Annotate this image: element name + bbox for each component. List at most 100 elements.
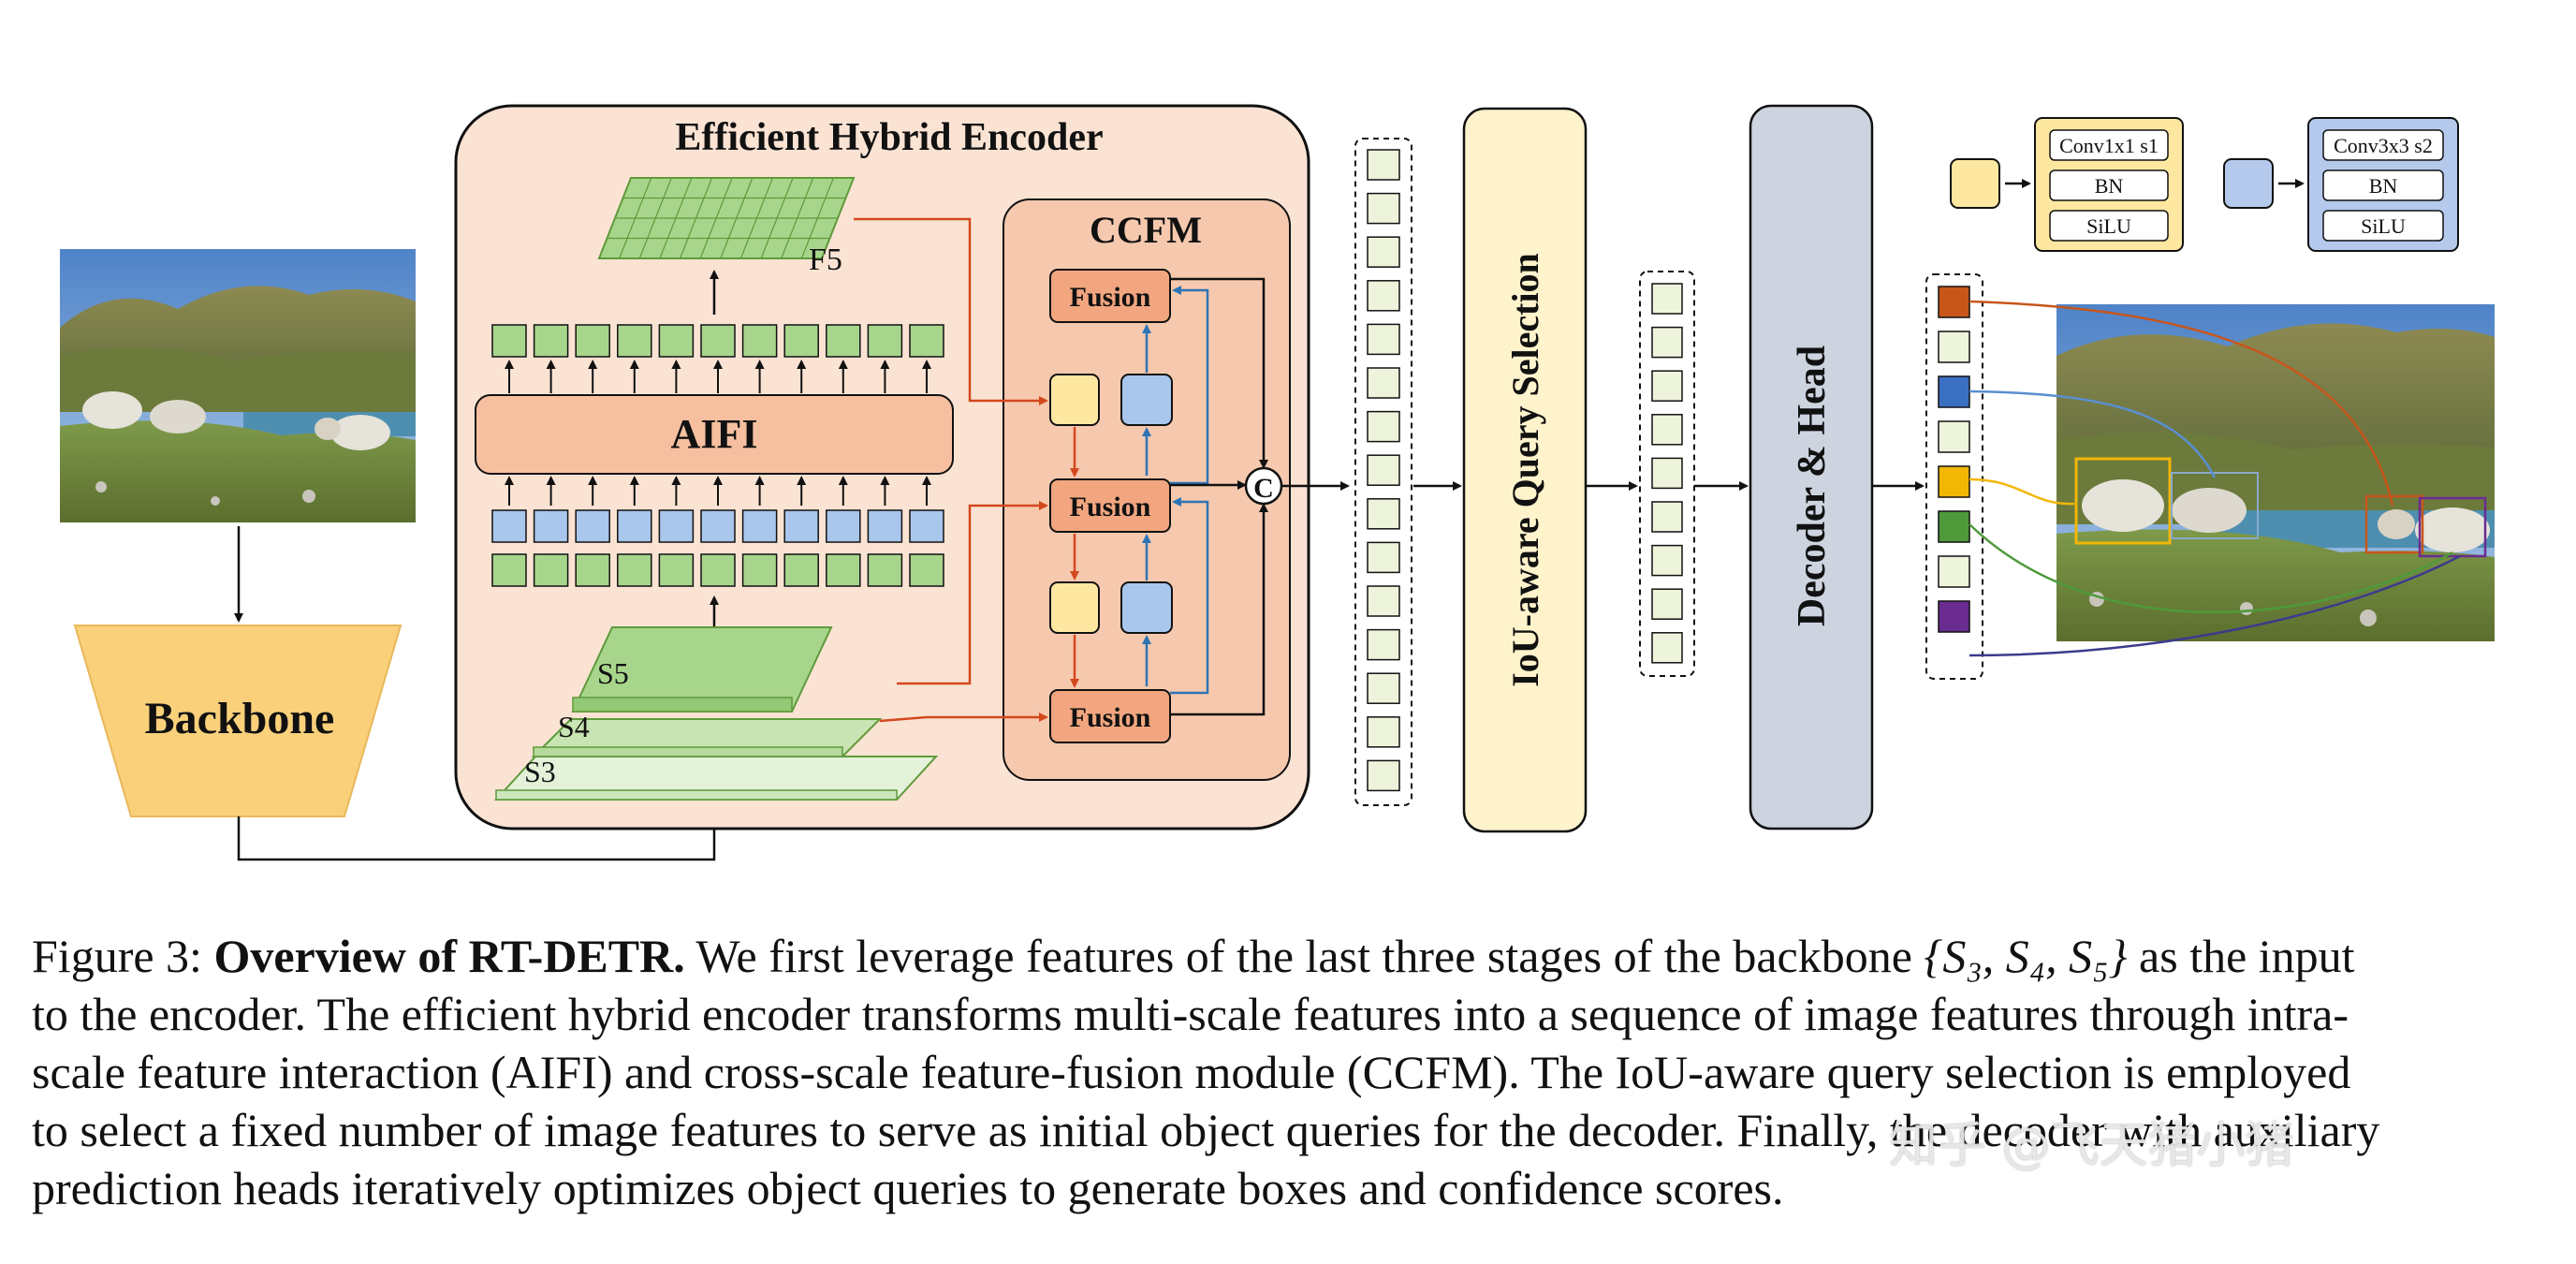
legend-conv3x3-line3: SiLU: [2361, 214, 2406, 238]
selected-query-token: [1651, 370, 1683, 402]
aifi-output-token: [491, 324, 527, 358]
fusion-block-bottom: Fusion: [1049, 689, 1171, 743]
encoder-output-token: [1367, 716, 1400, 748]
aifi-input-token: [491, 553, 527, 587]
selected-query-token: [1651, 544, 1683, 577]
prediction-query-token: [1938, 375, 1970, 408]
encoder-output-token: [1367, 367, 1400, 399]
aifi-input-arrows: [505, 476, 931, 506]
encoder-output-token: [1367, 236, 1400, 268]
arrow-backbone-to-encoder: [237, 801, 719, 861]
selected-query-token: [1651, 283, 1683, 315]
position-embedding-tokens: [491, 509, 944, 543]
input-image: [60, 249, 416, 522]
legend-conv3x3-swatch: [2223, 158, 2274, 209]
legend-conv3x3-line2: BN: [2369, 174, 2398, 198]
legend-conv1x1-line2: BN: [2095, 174, 2124, 198]
caption-line-5: prediction heads iteratively optimizes o…: [32, 1162, 1784, 1214]
encoder-output-token: [1367, 410, 1400, 443]
encoder-output-token: [1367, 192, 1400, 225]
selected-query-token: [1651, 414, 1683, 446]
conv3x3-block-upper: [1120, 374, 1173, 426]
encoder-output-token: [1367, 759, 1400, 792]
selected-query-token: [1651, 501, 1683, 533]
conv3x3-block-lower: [1120, 581, 1173, 634]
encoder-output-token: [1367, 628, 1400, 661]
conv1x1-block-lower: [1049, 581, 1100, 634]
selected-query-token: [1651, 326, 1683, 359]
aifi-input-token: [741, 553, 778, 587]
position-embedding-token: [617, 509, 652, 543]
aifi-block: [475, 394, 954, 475]
ccfm-title: CCFM: [1090, 209, 1202, 251]
legend-conv1x1: Conv1x1 s1 BN SiLU: [1950, 117, 2184, 252]
aifi-input-token: [867, 553, 903, 587]
concat-arrows: [1170, 277, 1268, 716]
caption-line-1-text: We first leverage features of the last t…: [695, 930, 1912, 982]
prediction-query-token: [1938, 600, 1970, 633]
aifi-output-arrows: [505, 360, 931, 393]
position-embedding-token: [741, 509, 778, 543]
prediction-query-token: [1938, 420, 1970, 453]
feature-pyramid: [493, 626, 939, 801]
blue-arrows: [1142, 286, 1209, 695]
encoder-output-token: [1367, 541, 1400, 574]
s3-label: S3: [524, 755, 556, 788]
aifi-output-token: [783, 324, 819, 358]
aifi-input-token: [533, 553, 569, 587]
aifi-output-token: [617, 324, 652, 358]
position-embedding-token: [867, 509, 903, 543]
fusion-label-mid: Fusion: [1070, 492, 1151, 522]
f5-feature-map: [597, 177, 856, 259]
aifi-input-tokens: [491, 553, 944, 587]
prediction-query-token: [1938, 331, 1970, 363]
encoder-output-token: [1367, 149, 1400, 181]
encoder-title: Efficient Hybrid Encoder: [675, 116, 1103, 159]
caption-title: Overview of RT-DETR.: [213, 930, 685, 982]
legend-conv1x1-line3: SiLU: [2086, 214, 2131, 238]
position-embedding-token: [783, 509, 819, 543]
aifi-input-token: [700, 553, 736, 587]
caption-figure-label: Figure 3:: [32, 930, 202, 982]
query-selection-block: [1462, 107, 1588, 833]
legend-conv3x3-line1: Conv3x3 s2: [2334, 134, 2433, 157]
s4-label: S4: [558, 710, 590, 743]
watermark: 知乎 @飞天猪小猪: [1889, 1118, 2294, 1174]
aifi-output-token: [826, 324, 861, 358]
aifi-input-token: [617, 553, 652, 587]
rt-detr-diagram: Backbone Efficient Hybrid Encoder F5 AIF…: [60, 104, 2495, 861]
legend-conv3x3: Conv3x3 s2 BN SiLU: [2223, 117, 2459, 252]
caption-line-1-tail: as the input: [2139, 930, 2355, 982]
encoder-output-token: [1367, 672, 1400, 704]
backbone-label: Backbone: [145, 694, 335, 743]
aifi-input-token: [658, 553, 695, 587]
encoder-output-token: [1367, 498, 1400, 530]
fusion-label-top: Fusion: [1070, 282, 1151, 313]
encoder-output-token: [1367, 323, 1400, 356]
prediction-curves: [1969, 300, 2461, 657]
position-embedding-token: [909, 509, 944, 543]
concat-symbol: C: [1253, 473, 1274, 504]
selected-query-token: [1651, 632, 1683, 664]
prediction-query-token: [1938, 286, 1970, 318]
s5-label: S5: [597, 656, 629, 690]
prediction-query-token: [1938, 465, 1970, 498]
caption-line-1: Figure 3: Overview of RT-DETR. We first …: [32, 927, 2559, 985]
aifi-output-token: [741, 324, 778, 358]
aifi-output-token: [867, 324, 903, 358]
encoder-output-token: [1367, 585, 1400, 617]
position-embedding-token: [700, 509, 736, 543]
aifi-input-token: [826, 553, 861, 587]
aifi-input-token: [909, 553, 944, 587]
aifi-output-tokens: [491, 324, 944, 358]
position-embedding-token: [533, 509, 569, 543]
f5-label: F5: [809, 243, 842, 277]
position-embedding-token: [658, 509, 695, 543]
aifi-label: AIFI: [671, 411, 758, 457]
position-embedding-token: [491, 509, 527, 543]
prediction-query-token: [1938, 510, 1970, 543]
position-embedding-token: [575, 509, 610, 543]
aifi-input-token: [575, 553, 610, 587]
legend-conv1x1-swatch: [1950, 158, 2000, 209]
encoder-output-token: [1367, 280, 1400, 312]
